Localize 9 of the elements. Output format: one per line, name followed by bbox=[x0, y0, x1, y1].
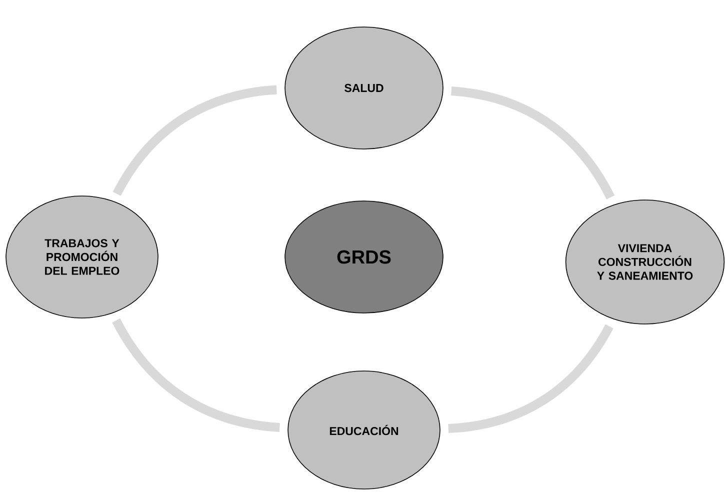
ellipse-node: SALUD bbox=[284, 26, 444, 150]
ring-arc bbox=[112, 318, 280, 432]
ellipse-node: EDUCACIÓN bbox=[288, 370, 440, 490]
ring-arc bbox=[448, 324, 614, 433]
ellipse-node: VIVIENDA CONSTRUCCIÓN Y SANEAMIENTO bbox=[565, 200, 725, 324]
ellipse-node: TRABAJOS Y PROMOCIÓN DEL EMPLEO bbox=[6, 196, 158, 318]
ring-arc bbox=[450, 86, 615, 200]
ring-arc bbox=[112, 85, 278, 196]
ellipse-node: GRDS bbox=[284, 200, 444, 314]
